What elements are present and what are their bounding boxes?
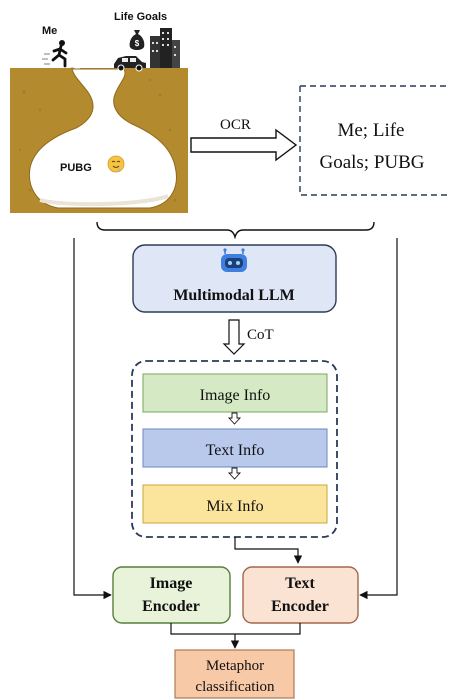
cot-label: CoT [247,327,274,343]
step-arrow [227,412,242,425]
image-bypass-line [73,238,112,600]
meme-hole [28,68,177,209]
text-encoder-line2: Encoder [271,598,329,615]
meme-label-pubg: PUBG [60,162,92,174]
image-encoder-line2: Encoder [142,598,200,615]
ocr-arrow [190,128,298,162]
meme-image: Me Life Goals $ [10,8,188,213]
metaphor-classification-box [174,649,295,699]
step-arrow [227,467,242,480]
ocr-result-line2: Goals; PUBG [319,152,424,173]
multimodal-llm-box [132,244,337,313]
output-line1: Metaphor [206,658,264,674]
text-bypass-line [359,238,398,600]
drooling-face-icon [107,155,125,173]
ocr-result-box [299,85,450,196]
money-bag-icon: $ [129,30,145,50]
meme-label-me: Me [42,25,57,37]
mix-info-label: Mix Info [206,498,263,515]
image-info-box [142,373,328,413]
text-info-label: Text Info [206,442,265,459]
image-encoder-line1: Image [150,575,193,592]
cot-to-text-encoder-line [234,537,303,564]
ocr-result-line1: Me; Life [337,120,404,141]
cot-arrow [222,319,246,355]
building-icon [150,28,180,68]
output-line2: classification [195,679,275,695]
ocr-label: OCR [220,117,251,133]
robot-icon [221,248,247,272]
multimodal-llm-label: Multimodal LLM [173,287,294,304]
text-encoder-line1: Text [285,575,315,592]
meme-label-life-goals: Life Goals [114,11,167,23]
merge-brace [96,221,375,240]
mix-info-box [142,484,328,524]
car-icon [114,56,146,72]
running-person-icon [42,40,68,68]
text-info-box [142,428,328,468]
image-info-label: Image Info [200,387,271,404]
svg-text:$: $ [135,39,140,48]
